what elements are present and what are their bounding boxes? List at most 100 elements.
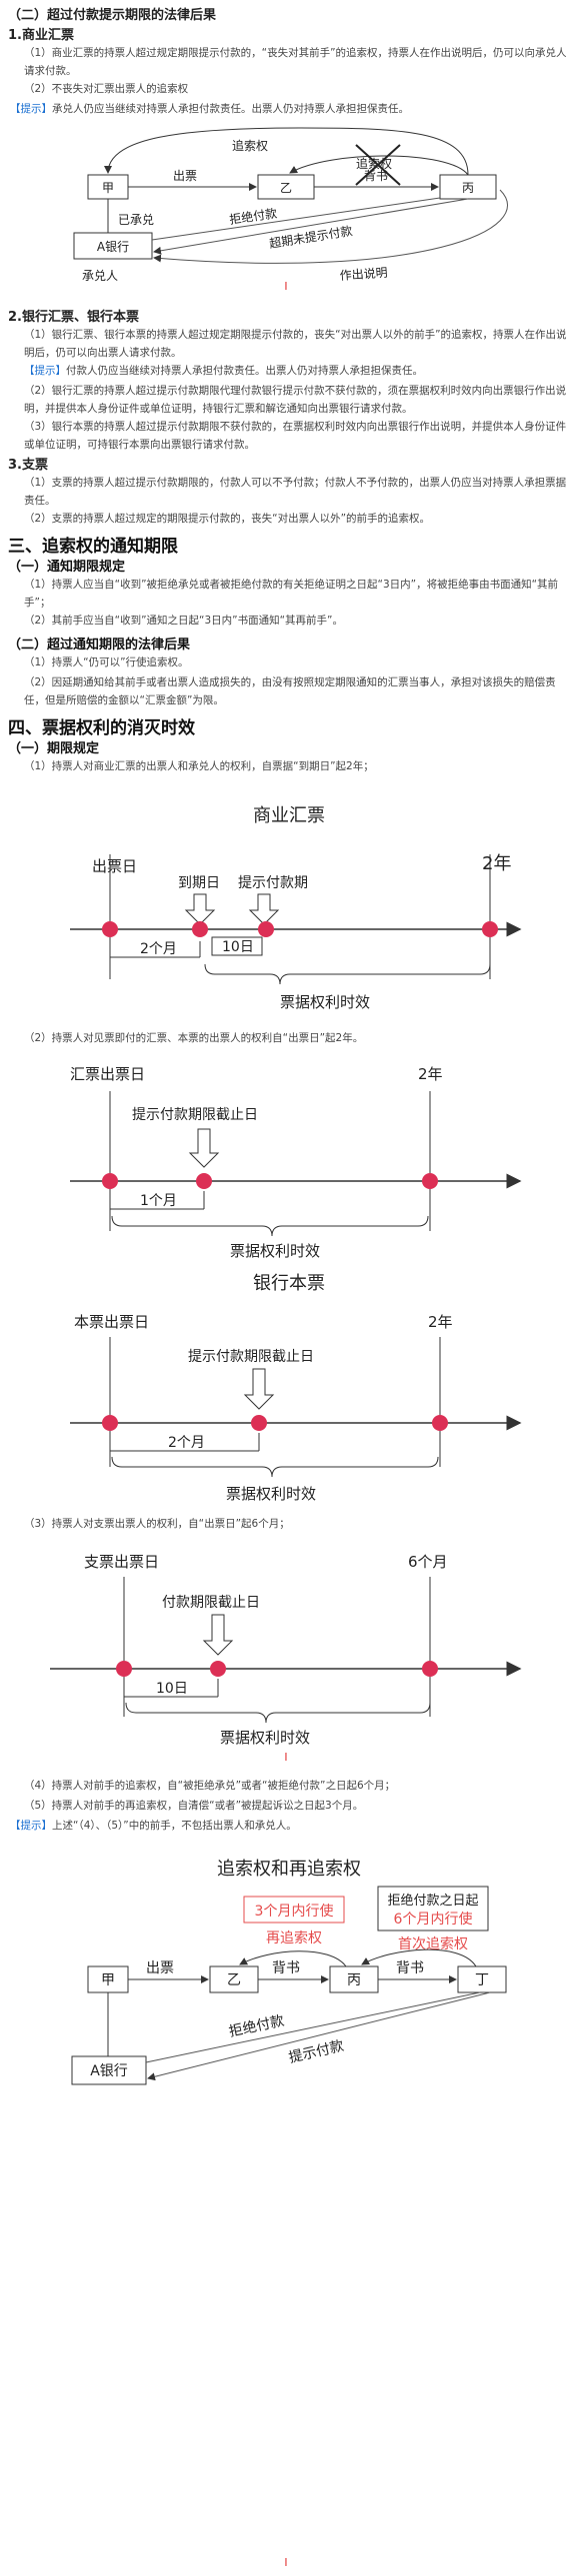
- timeline-title: 商业汇票: [253, 805, 325, 826]
- label-3-months: 3个月内行使: [255, 1903, 334, 1920]
- box-3-months: [243, 1896, 345, 1924]
- party-bing: 丙: [347, 1972, 361, 1988]
- label-re-recourse: 再追索权: [266, 1930, 322, 1946]
- timeline-cheque: 支票出票日 6个月 付款期限截止日 10日 票据权利时效: [50, 1553, 522, 1747]
- accent-mark: ı: [284, 1749, 288, 1765]
- paragraph: （2）持票人对见票即付的汇票、本票的出票人的权利自“出票日”起2年。: [24, 1032, 364, 1044]
- subheading-bank-draft: 2.银行汇票、银行本票: [8, 310, 139, 325]
- party-bank: A银行: [90, 2063, 128, 2079]
- tl-label-6-months: 6个月: [408, 1553, 448, 1571]
- tip-line: 【提示】付款人仍应当继续对持票人承担付款责任。出票人仍对持票人承担担保责任。: [24, 362, 423, 380]
- timeline-sight-draft: 汇票出票日 2年 提示付款期限截止日 1个月 票据权利时效: [70, 1065, 522, 1260]
- box-6-months: [377, 1886, 489, 1932]
- paragraph: （3）银行本票的持票人超过提示付款期限不获付款的，在票据权利时效内向出票银行作出…: [24, 421, 567, 451]
- party-bank: A银行: [97, 240, 129, 254]
- paragraph: （2）支票的持票人超过规定的期限提示付款的，丧失“对出票人以外”的前手的追索权。: [24, 513, 431, 525]
- subheading: （二）超过通知期限的法律后果: [8, 638, 191, 652]
- tl-label-validity: 票据权利时效: [230, 1242, 320, 1260]
- section-heading: 三、追索权的通知期限: [8, 537, 178, 557]
- label-yuqi: 超期未提示付款: [268, 223, 353, 251]
- timeline-bank-note: 银行本票 本票出票日 2年 提示付款期限截止日 2个月 票据权利时效: [70, 1273, 522, 1503]
- label-chupiao: 出票: [146, 1960, 174, 1976]
- paragraph: （2）其前手应当自“收到”通知之日起“3日内”书面通知“其再前手”。: [24, 615, 343, 627]
- paragraph: （4）持票人对前手的追索权，自“被拒绝承兑”或者“被拒绝付款”之日起6个月；: [24, 1780, 396, 1792]
- tl-label-note-issue: 本票出票日: [74, 1313, 149, 1331]
- party-box-bing: [329, 1965, 379, 1993]
- tl-label-2-months: 2个月: [140, 941, 177, 957]
- tip-text: 付款人仍应当继续对持票人承担付款责任。出票人仍对持票人承担担保责任。: [66, 365, 423, 377]
- diagram-title: 追索权和再追索权: [217, 1859, 361, 1880]
- section-heading: 四、票据权利的消灭时效: [8, 718, 195, 738]
- re-recourse-diagram: 追索权和再追索权 3个月内行使 再追索权 拒绝付款之日起 6个月内行使 首次追索…: [71, 1859, 507, 2085]
- timeline-commercial-draft: 商业汇票 出票日 2年 到期日 提示付款期 2个月 10日 票据权利时效: [70, 805, 522, 1011]
- subheading-commercial-draft: 1.商业汇票: [8, 28, 74, 43]
- label-yichengdui: 已承兑: [118, 213, 154, 227]
- tip-line: 【提示】承兑人仍应当继续对持票人承担付款责任。出票人仍对持票人承担担保责任。: [10, 100, 409, 118]
- paragraph: （1）持票人对商业汇票的出票人和承兑人的权利，自票据“到期日”起2年；: [24, 760, 374, 772]
- tip-tag: 【提示】: [10, 103, 52, 115]
- party-jia: 甲: [101, 1972, 115, 1988]
- party-yi: 乙: [280, 181, 292, 195]
- paragraph: （1）商业汇票的持票人超过规定期限提示付款的，“丧失对其前手”的追索权，持票人在…: [24, 47, 567, 77]
- paragraph: （1）银行汇票、银行本票的持票人超过规定期限提示付款的，丧失“对出票人以外的前手…: [24, 329, 567, 359]
- party-box-ding: [457, 1965, 507, 1993]
- recourse-diagram: 甲 乙 丙 A银行 出票 背书 追索权 追索权 已承兑 承兑人 拒绝付款 超期未…: [73, 127, 508, 283]
- label-chengduiren: 承兑人: [82, 269, 118, 283]
- tl-label-validity: 票据权利时效: [226, 1485, 316, 1503]
- tl-label-2-months: 2个月: [168, 1435, 205, 1451]
- party-yi: 乙: [227, 1972, 241, 1988]
- label-jujue: 拒绝付款: [228, 2013, 286, 2040]
- paragraph: （3）持票人对支票出票人的权利，自“出票日”起6个月；: [24, 1518, 290, 1530]
- tl-label-deadline: 提示付款期限截止日: [132, 1107, 258, 1123]
- tl-label-2-years: 2年: [482, 853, 511, 874]
- tl-label-presentment: 提示付款期: [238, 875, 308, 891]
- tl-label-validity: 票据权利时效: [280, 993, 370, 1011]
- timeline-title: 银行本票: [253, 1273, 325, 1294]
- tl-label-10-days: 10日: [156, 1681, 188, 1697]
- tip-text: 上述“（4）、（5）”中的前手，不包括出票人和承兑人。: [52, 1820, 297, 1832]
- label-refusal-date: 拒绝付款之日起: [387, 1893, 478, 1909]
- label-chupiao: 出票: [173, 169, 197, 183]
- tl-label-maturity: 到期日: [178, 875, 220, 891]
- tl-label-1-month: 1个月: [140, 1193, 177, 1209]
- section-heading: （二）超过付款提示期限的法律后果: [8, 8, 217, 23]
- tip-text: 承兑人仍应当继续对持票人承担付款责任。出票人仍对持票人承担担保责任。: [52, 103, 409, 115]
- paragraph: （2）银行汇票的持票人超过提示付款期限代理付款银行提示付款不获付款的，须在票据权…: [24, 385, 567, 415]
- bank-box: [71, 2055, 147, 2085]
- accent-mark: ı: [284, 278, 288, 294]
- party-ding: 丁: [475, 1972, 489, 1988]
- paragraph: （1）持票人“仍可以”行使追索权。: [24, 656, 189, 668]
- tl-label-2-years: 2年: [428, 1313, 453, 1331]
- tip-tag: 【提示】: [10, 1820, 52, 1832]
- paragraph: （2）因延期通知给其前手或者出票人造成损失的，由没有按照规定期限通知的汇票当事人…: [24, 676, 556, 706]
- tl-label-cheque-issue: 支票出票日: [84, 1553, 159, 1571]
- label-6-months: 6个月内行使: [394, 1911, 473, 1928]
- party-box-jia: [87, 174, 129, 200]
- tl-label-deadline: 付款期限截止日: [162, 1595, 260, 1611]
- label-tishi: 提示付款: [287, 2038, 345, 2066]
- tl-label-2-years: 2年: [418, 1065, 443, 1083]
- party-jia: 甲: [102, 181, 114, 195]
- tl-label-draft-issue: 汇票出票日: [70, 1065, 145, 1083]
- label-beishu: 背书: [396, 1960, 424, 1976]
- party-bing: 丙: [462, 181, 474, 195]
- label-zhuisuoquan: 追索权: [232, 138, 268, 153]
- accent-mark: ı: [284, 2554, 288, 2570]
- label-beishu: 背书: [272, 1960, 300, 1976]
- paragraph: （1）持票人应当自“收到”被拒绝承兑或者被拒绝付款的有关拒绝证明之日起“3日内”…: [24, 579, 559, 609]
- tl-label-10-days: 10日: [222, 939, 254, 955]
- party-box-yi: [257, 174, 315, 200]
- paragraph: （1）支票的持票人超过提示付款期限的，付款人可以不予付款；付款人不予付款的，出票…: [24, 477, 567, 507]
- label-jujue: 拒绝付款: [228, 205, 278, 227]
- tip-line: 【提示】上述“（4）、（5）”中的前手，不包括出票人和承兑人。: [10, 1817, 297, 1835]
- tip-tag: 【提示】: [24, 365, 66, 377]
- subheading-cheque: 3.支票: [8, 458, 48, 473]
- tl-label-deadline: 提示付款期限截止日: [188, 1349, 314, 1365]
- label-shuoming: 作出说明: [339, 265, 388, 283]
- bank-box: [73, 232, 153, 260]
- tl-label-issue-date: 出票日: [92, 857, 137, 875]
- party-box-jia: [87, 1965, 129, 1993]
- subheading: （一）通知期限规定: [8, 560, 126, 575]
- paragraph: （2）不丧失对汇票出票人的追索权: [24, 83, 189, 95]
- label-first-recourse: 首次追索权: [398, 1935, 468, 1952]
